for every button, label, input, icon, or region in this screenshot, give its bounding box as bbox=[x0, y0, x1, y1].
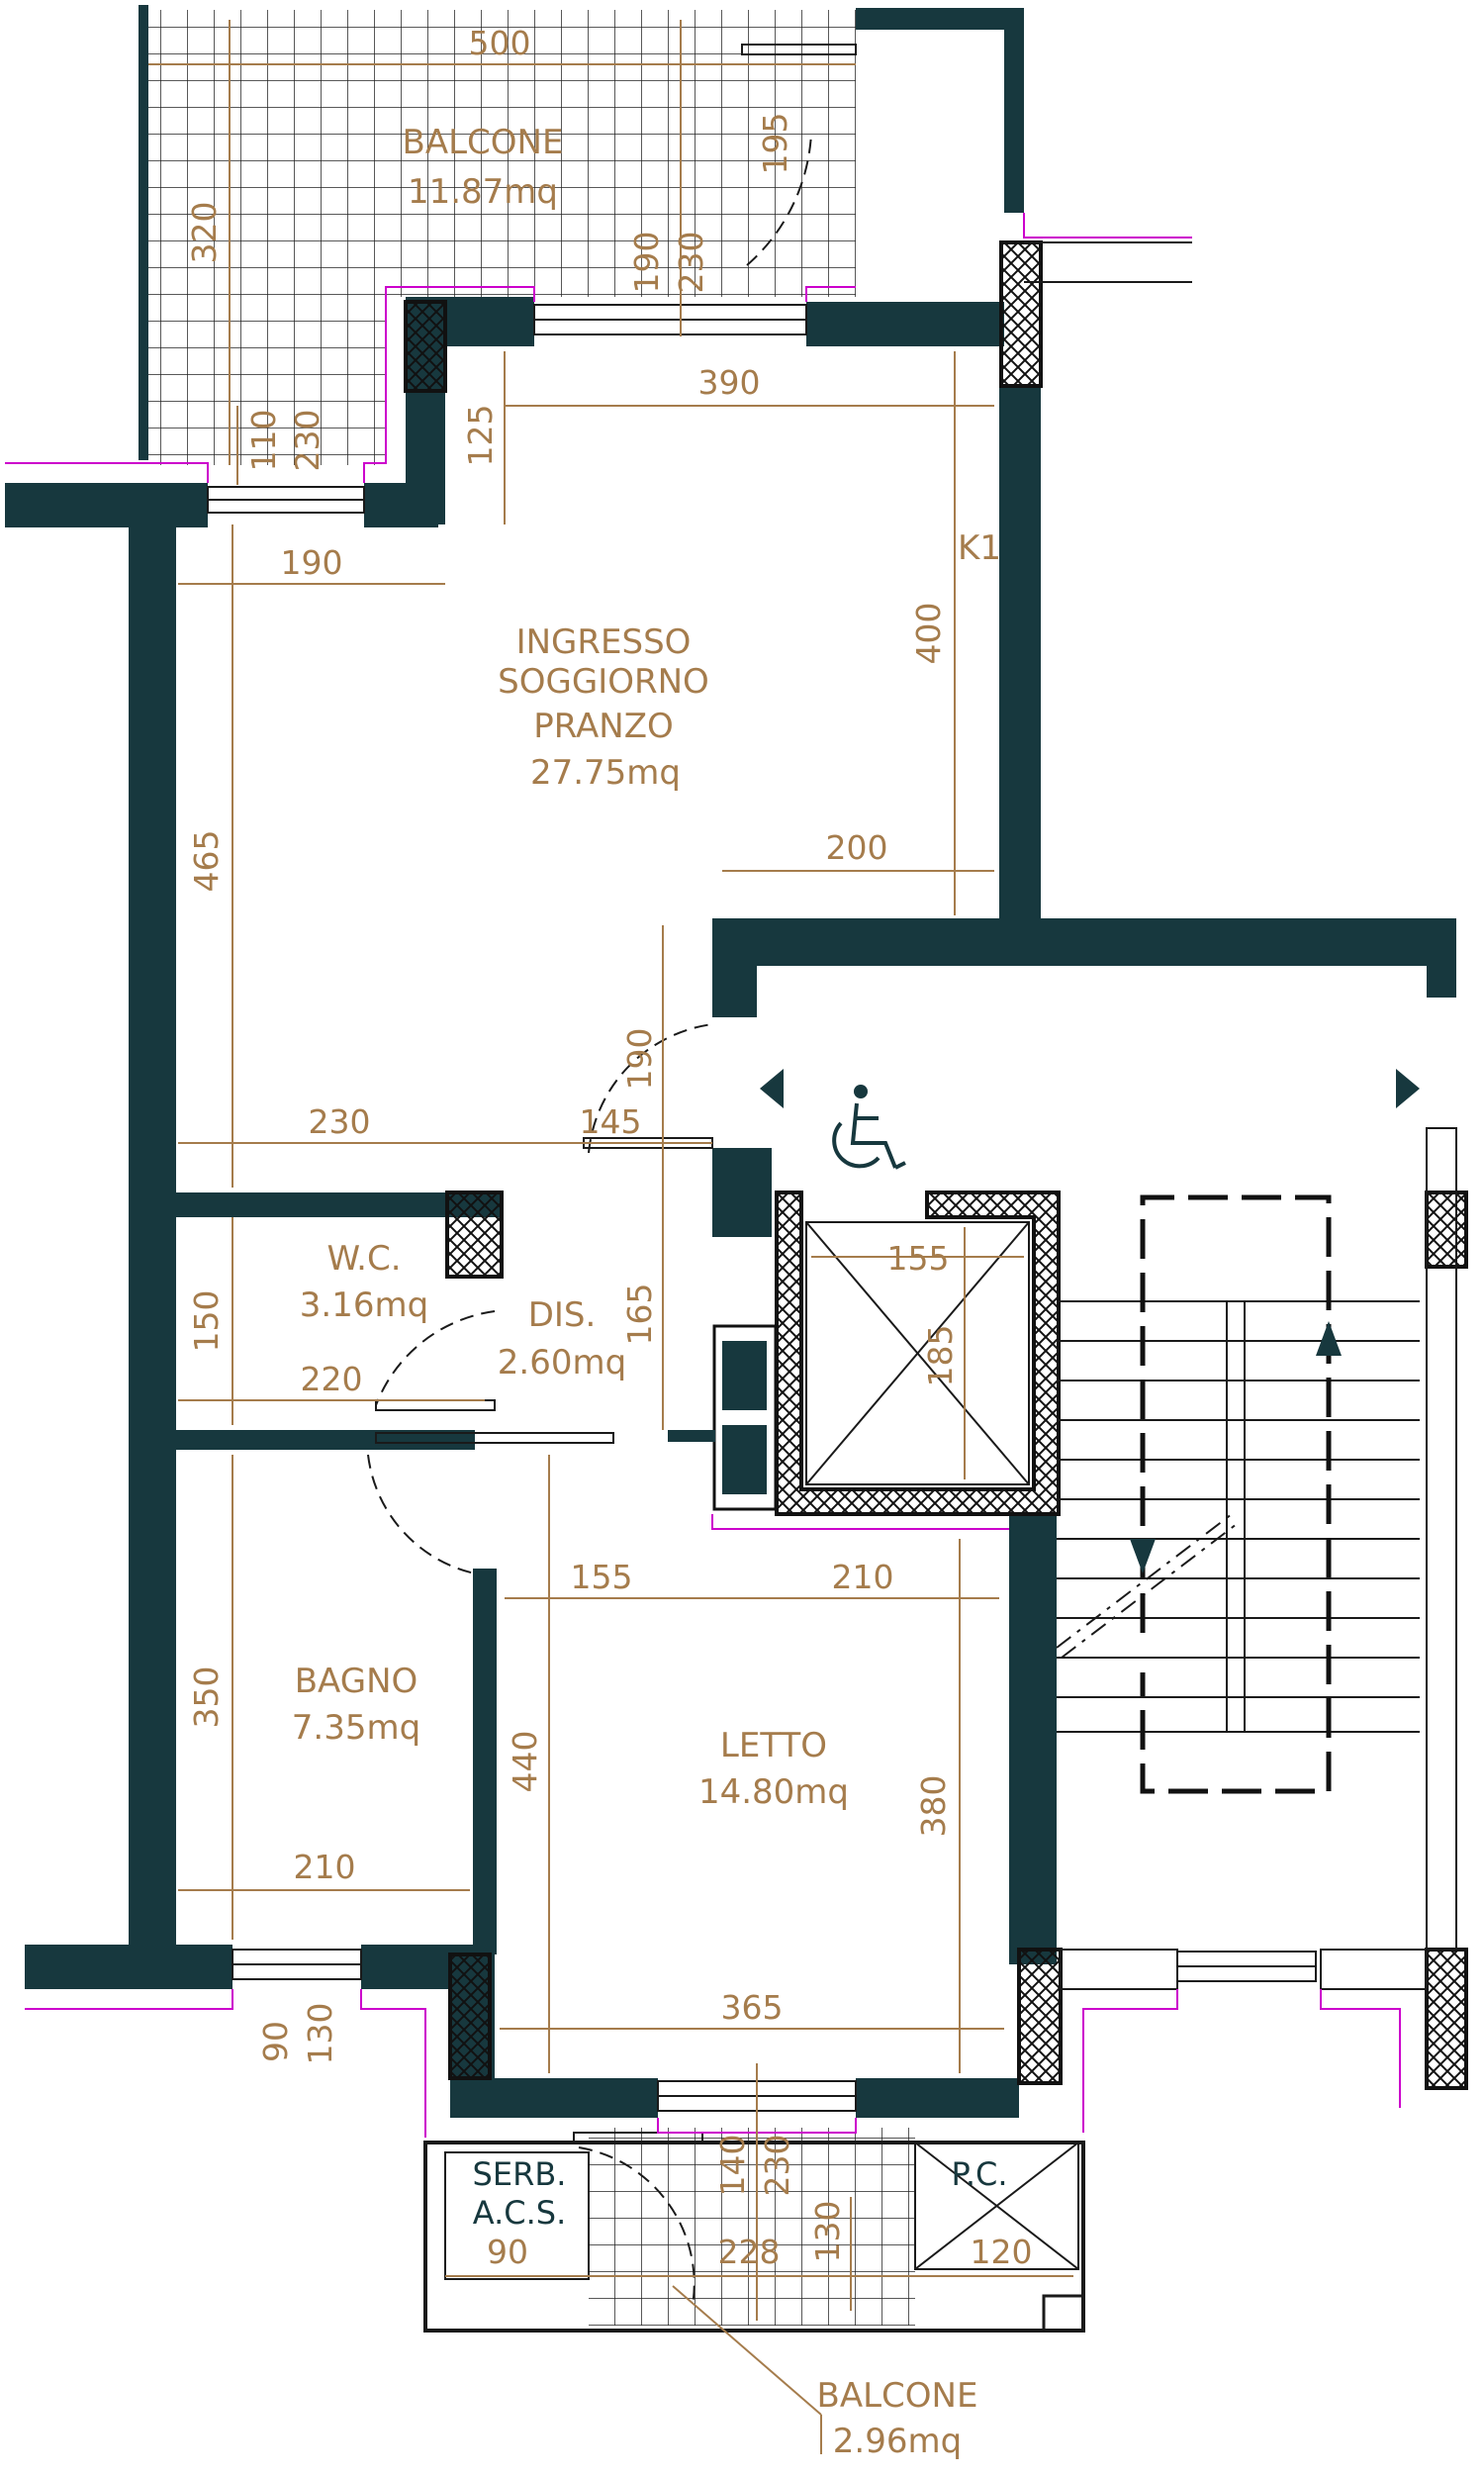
dis-area: 2.60mq bbox=[498, 1343, 626, 1382]
soggiorno-line3: PRANZO bbox=[533, 707, 674, 746]
bagno-name: BAGNO bbox=[295, 1662, 418, 1701]
soggiorno-line2: SOGGIORNO bbox=[498, 662, 709, 702]
dim-350: 350 bbox=[187, 1667, 226, 1729]
dim-90-b: 90 bbox=[487, 2233, 528, 2271]
dim-230-c: 230 bbox=[309, 1102, 371, 1141]
dim-210-b: 210 bbox=[294, 1848, 356, 1886]
dim-228: 228 bbox=[718, 2233, 781, 2271]
dim-230-b: 230 bbox=[288, 410, 326, 472]
meter-boxes bbox=[668, 1324, 778, 1511]
dim-120: 120 bbox=[971, 2233, 1033, 2271]
dim-195: 195 bbox=[756, 113, 794, 175]
soggiorno-line1: INGRESSO bbox=[516, 622, 692, 662]
k1-label: K1 bbox=[958, 528, 1001, 568]
balcone-bottom-name: BALCONE bbox=[817, 2376, 978, 2416]
dim-320: 320 bbox=[185, 202, 224, 264]
balcone-bottom-area: 2.96mq bbox=[833, 2422, 962, 2461]
letto-area: 14.80mq bbox=[698, 1772, 849, 1812]
dim-150: 150 bbox=[187, 1290, 226, 1353]
bagno-area: 7.35mq bbox=[292, 1708, 420, 1748]
dim-465: 465 bbox=[187, 830, 226, 893]
hatched-columns bbox=[404, 240, 1468, 2090]
dim-230-a: 230 bbox=[672, 232, 710, 294]
dim-190-a: 190 bbox=[627, 232, 666, 294]
dis-name: DIS. bbox=[528, 1295, 597, 1335]
pc-name: P.C. bbox=[952, 2155, 1008, 2193]
dim-165: 165 bbox=[620, 1284, 659, 1346]
dim-145: 145 bbox=[580, 1102, 642, 1141]
elevator bbox=[805, 1221, 1030, 1485]
dim-500: 500 bbox=[469, 24, 531, 62]
dim-90-a: 90 bbox=[256, 2021, 295, 2062]
dim-110: 110 bbox=[244, 410, 283, 472]
dim-220: 220 bbox=[301, 1360, 363, 1398]
dimension-labels: 500 320 195 190 230 390 125 110 230 190 … bbox=[185, 24, 1033, 2271]
balcony-top-tiles bbox=[148, 10, 856, 465]
soggiorno-area: 27.75mq bbox=[530, 753, 681, 793]
outer-outline bbox=[5, 213, 1401, 2138]
landing bbox=[712, 918, 1420, 1108]
dim-190-b: 190 bbox=[281, 543, 343, 582]
wc-name: W.C. bbox=[326, 1239, 401, 1279]
dim-210-a: 210 bbox=[832, 1558, 894, 1596]
dim-390: 390 bbox=[698, 363, 761, 402]
serb-line2: A.C.S. bbox=[473, 2194, 567, 2232]
wheelchair-icon bbox=[832, 1085, 906, 1170]
dim-365: 365 bbox=[721, 1988, 784, 2027]
walls bbox=[5, 5, 1456, 2118]
room-labels: BALCONE 11.87mq INGRESSO SOGGIORNO PRANZ… bbox=[292, 123, 1008, 2461]
dim-130-a: 130 bbox=[301, 2003, 339, 2065]
dim-140: 140 bbox=[713, 2135, 752, 2197]
dimension-lines bbox=[148, 20, 1073, 2454]
dim-130-b: 130 bbox=[808, 2201, 847, 2263]
dim-155-a: 155 bbox=[887, 1239, 950, 1278]
dim-440: 440 bbox=[506, 1731, 544, 1793]
balcony-bottom-tiles bbox=[589, 2128, 915, 2326]
dim-380: 380 bbox=[914, 1775, 953, 1838]
letto-name: LETTO bbox=[720, 1726, 827, 1765]
balcone-top-name: BALCONE bbox=[403, 123, 564, 162]
dim-125: 125 bbox=[461, 405, 500, 467]
balcony-bottom-frame bbox=[423, 2141, 1085, 2333]
serb-line1: SERB. bbox=[473, 2155, 567, 2193]
balcone-top-area: 11.87mq bbox=[408, 172, 558, 212]
dim-400: 400 bbox=[909, 603, 948, 665]
dim-190-c: 190 bbox=[620, 1028, 659, 1091]
staircase bbox=[1056, 1194, 1420, 1794]
dim-155-b: 155 bbox=[571, 1558, 633, 1596]
dim-185: 185 bbox=[921, 1325, 960, 1387]
wc-area: 3.16mq bbox=[300, 1286, 428, 1325]
dim-200: 200 bbox=[826, 828, 888, 867]
dim-230-d: 230 bbox=[758, 2135, 796, 2197]
